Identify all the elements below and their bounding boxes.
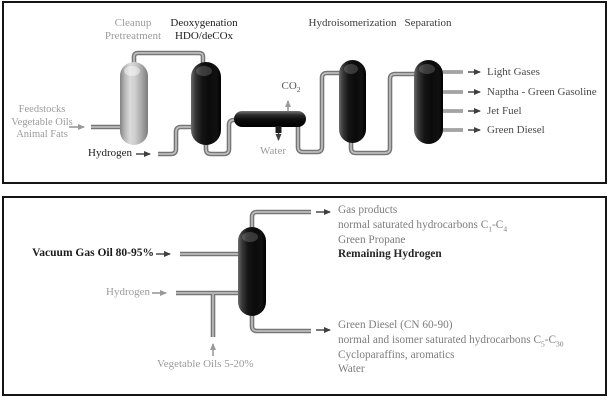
label-green-diesel-block: Green Diesel (CN 60-90) normal and isome…	[338, 318, 564, 377]
label-hydrogen-bottom: Hydrogen	[106, 286, 150, 298]
label-feedstocks: Feedstocks Vegetable Oils Animal Fats	[11, 104, 73, 140]
label-deoxygenation: Deoxygenation HDO/deCOx	[170, 17, 238, 42]
green-diesel-water: Water	[338, 363, 365, 376]
gas-products-title: Gas products	[338, 204, 398, 216]
label-output-green-diesel: Green Diesel	[487, 124, 545, 136]
label-cleanup-pretreatment: Cleanup Pretreatment	[104, 17, 162, 42]
label-separation: Separation	[404, 17, 452, 29]
label-co2: CO2	[281, 80, 301, 95]
green-diesel-title: Green Diesel (CN 60-90)	[338, 319, 453, 331]
gas-products-green-propane: Green Propane	[338, 233, 406, 246]
green-diesel-hydrocarbons: normal and isomer saturated hydrocarbons…	[338, 333, 564, 349]
label-output-jet-fuel: Jet Fuel	[487, 105, 522, 117]
label-water: Water	[260, 145, 286, 157]
gas-products-remaining-hydrogen: Remaining Hydrogen	[338, 248, 442, 261]
label-gas-products-block: Gas products normal saturated hydrocarbo…	[338, 203, 507, 262]
label-vegetable-oils: Vegetable Oils 5-20%	[157, 358, 254, 370]
gas-products-hydrocarbons: normal saturated hydrocarbons C1-C4	[338, 218, 508, 234]
label-output-light-gases: Light Gases	[487, 66, 540, 78]
label-hydroisomerization: Hydroisomerization	[308, 17, 397, 29]
label-output-naptha: Naptha - Green Gasoline	[487, 86, 597, 98]
green-diesel-cycloparaffins: Cycloparaffins, aromatics	[338, 348, 455, 361]
label-vacuum-gas-oil: Vacuum Gas Oil 80-95%	[32, 247, 154, 259]
label-hydrogen-top: Hydrogen	[88, 147, 132, 159]
